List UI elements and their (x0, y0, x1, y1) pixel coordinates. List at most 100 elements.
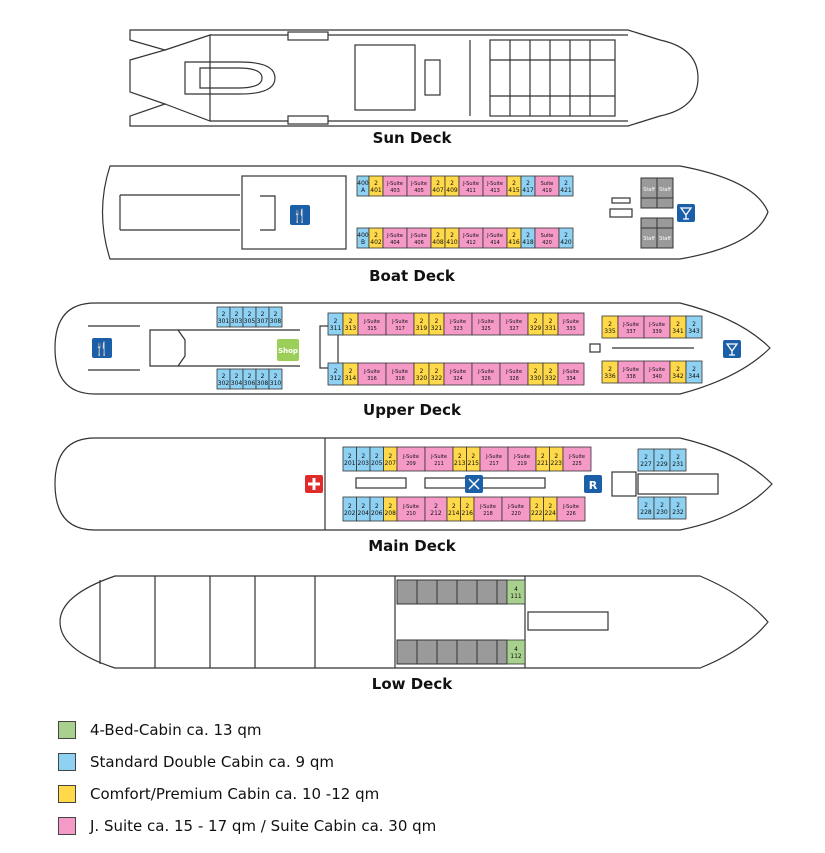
main-deck-title: Main Deck (368, 537, 457, 555)
legend-label: Comfort/Premium Cabin ca. 10 -12 qm (90, 785, 380, 803)
low-deck (59, 575, 769, 669)
legend-swatch (58, 721, 76, 739)
svg-text:🍴: 🍴 (292, 208, 308, 224)
legend-swatch (58, 753, 76, 771)
sun-deck (129, 29, 699, 127)
upper-deck-title: Upper Deck (363, 401, 462, 419)
reception-icon: R (584, 475, 602, 493)
upper-bar-icon (723, 340, 741, 358)
medical-icon (305, 475, 323, 493)
sun-deck-hull (129, 29, 699, 127)
legend-swatch (58, 817, 76, 835)
staff-label: Staff (643, 236, 655, 242)
low-deck-title: Low Deck (372, 675, 453, 693)
upper-deck-hull (54, 302, 771, 395)
main-deck-hull (54, 437, 773, 531)
boat-restaurant-icon: 🍴 (290, 205, 310, 225)
main-restaurant-icon (465, 475, 483, 493)
legend-label: 4-Bed-Cabin ca. 13 qm (90, 721, 262, 739)
boat-deck-hull (101, 165, 769, 260)
reception-label: R (589, 479, 598, 492)
